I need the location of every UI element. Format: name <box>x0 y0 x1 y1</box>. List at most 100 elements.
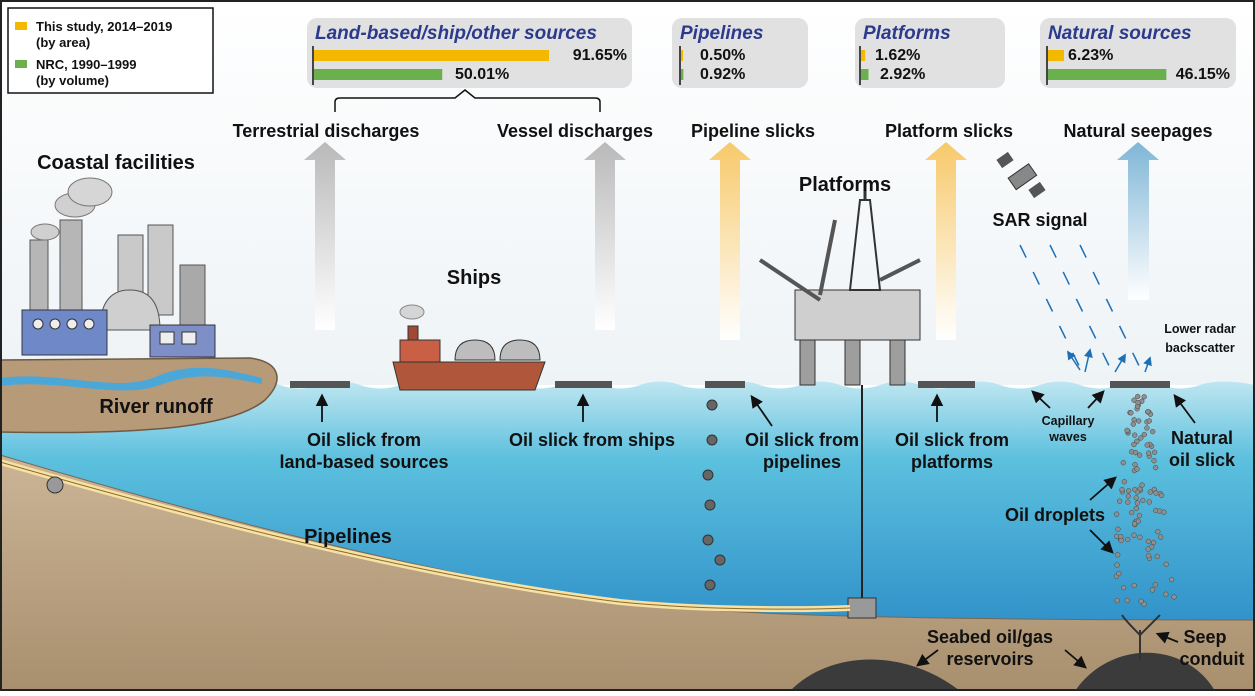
seep-droplet <box>1145 450 1152 456</box>
seep-droplet <box>1133 495 1139 501</box>
seep-droplet <box>1155 528 1161 535</box>
pipe-slick-1: Oil slick from <box>745 430 859 450</box>
vessel-label: Vessel discharges <box>497 121 653 141</box>
land-slick-1: Oil slick from <box>307 430 421 450</box>
seep-droplet <box>1139 482 1145 488</box>
capillary-1: Capillary <box>1042 414 1095 428</box>
natural-arrow <box>1117 142 1159 300</box>
seep-droplet <box>1147 489 1153 495</box>
land-slick <box>290 381 350 388</box>
bar-plat-study <box>861 50 866 61</box>
pct-land-study: 91.65% <box>573 47 627 64</box>
river-label: River runoff <box>99 396 213 418</box>
legend-nrc-sub: (by volume) <box>36 73 109 88</box>
seep-droplet <box>1145 538 1152 545</box>
natural-seepages-label: Natural seepages <box>1063 121 1212 141</box>
platforms-label: Platforms <box>799 174 891 196</box>
seep-droplet <box>1137 534 1143 540</box>
seep-droplet <box>1114 597 1120 604</box>
seep-droplet <box>1136 452 1143 458</box>
seep-droplet <box>1163 561 1169 567</box>
pipelines-label: Pipelines <box>304 526 392 548</box>
seep-droplet <box>1128 410 1134 416</box>
seep-droplet <box>1157 534 1164 540</box>
lower-radar-2: backscatter <box>1165 341 1235 355</box>
seep-droplet <box>1125 536 1131 543</box>
seep-droplet <box>1135 393 1141 400</box>
seep-droplet <box>1144 425 1150 431</box>
seep-2: conduit <box>1180 649 1245 669</box>
legend-study-swatch <box>15 22 27 30</box>
seep-droplet <box>1131 521 1138 527</box>
wellhead-icon <box>847 597 877 619</box>
river <box>0 367 262 391</box>
seep-droplet <box>1151 449 1158 455</box>
seep-droplet <box>1152 582 1158 588</box>
seep-droplet <box>1118 537 1124 544</box>
seep-droplet <box>1125 488 1132 494</box>
seep-droplet <box>1134 466 1140 472</box>
seep-droplet <box>1140 497 1146 504</box>
seep-droplet <box>1134 500 1141 506</box>
seep-droplet <box>1132 461 1138 468</box>
seep-droplet <box>1138 598 1144 604</box>
panel-nat: Natural sources 6.23% 46.15% <box>1040 18 1236 88</box>
seep-droplet <box>1150 539 1157 546</box>
seep-droplet <box>1116 498 1123 504</box>
bar-land-nrc <box>314 69 443 80</box>
seep-droplet <box>1158 492 1165 499</box>
panel-land: Land-based/ship/other sources 91.65% 50.… <box>307 18 632 88</box>
seep-droplet <box>1136 418 1142 424</box>
seep-droplet <box>1141 431 1147 438</box>
legend-nrc-label: NRC, 1990–1999 <box>36 57 136 72</box>
ship-icon <box>392 304 546 391</box>
coastal-land <box>0 357 278 434</box>
legend-study-sub: (by area) <box>36 35 90 50</box>
seep-droplet <box>1119 487 1125 493</box>
seep-droplet <box>1171 594 1177 600</box>
seep-droplet <box>1115 552 1121 558</box>
plat-slick <box>918 381 975 388</box>
bar-nat-nrc <box>1048 69 1167 80</box>
seep-droplet <box>1134 438 1140 444</box>
seep-droplet <box>1145 408 1151 415</box>
seep-droplet <box>1146 499 1152 505</box>
bar-land-study <box>314 50 549 61</box>
natural-slick <box>1110 381 1170 388</box>
seep-droplet <box>1131 532 1137 538</box>
seep-droplet <box>1132 432 1138 438</box>
seep-droplet <box>1115 526 1121 532</box>
seep-droplet <box>1124 427 1130 434</box>
seep-droplet <box>1149 587 1156 593</box>
seep-conduit-icon <box>1121 614 1161 660</box>
pct-nat-study: 6.23% <box>1068 47 1113 64</box>
sar-label: SAR signal <box>992 210 1087 230</box>
pct-land-nrc: 50.01% <box>455 66 509 83</box>
seep-droplet <box>1116 570 1122 577</box>
pointer-arrows <box>315 390 1196 669</box>
backscatter-arrows <box>1067 348 1152 373</box>
cat-land-label: Land-based/ship/other sources <box>315 23 597 44</box>
cat-pipe-label: Pipelines <box>680 23 763 44</box>
factory-icon <box>21 177 216 358</box>
seep-droplet <box>1141 394 1147 400</box>
pct-plat-nrc: 2.92% <box>880 66 925 83</box>
bar-pipe-nrc <box>681 69 684 80</box>
cat-nat-label: Natural sources <box>1048 23 1192 44</box>
seep-droplet <box>1145 553 1152 559</box>
seep-droplet <box>1131 397 1137 403</box>
seep-droplet <box>1150 428 1156 435</box>
seep-droplet <box>1135 399 1141 406</box>
reservoir-right <box>1075 652 1215 691</box>
ship-slick <box>555 381 612 388</box>
lower-radar-1: Lower radar <box>1164 322 1236 336</box>
platform-slicks-label: Platform slicks <box>885 121 1013 141</box>
terrestrial-arrow <box>304 142 346 330</box>
seep-droplet <box>1114 562 1120 568</box>
pct-pipe-nrc: 0.92% <box>700 66 745 83</box>
ships-label: Ships <box>447 267 501 289</box>
seep-droplets <box>1113 393 1177 607</box>
vessel-arrow <box>584 142 626 330</box>
pct-nat-nrc: 46.15% <box>1176 66 1230 83</box>
